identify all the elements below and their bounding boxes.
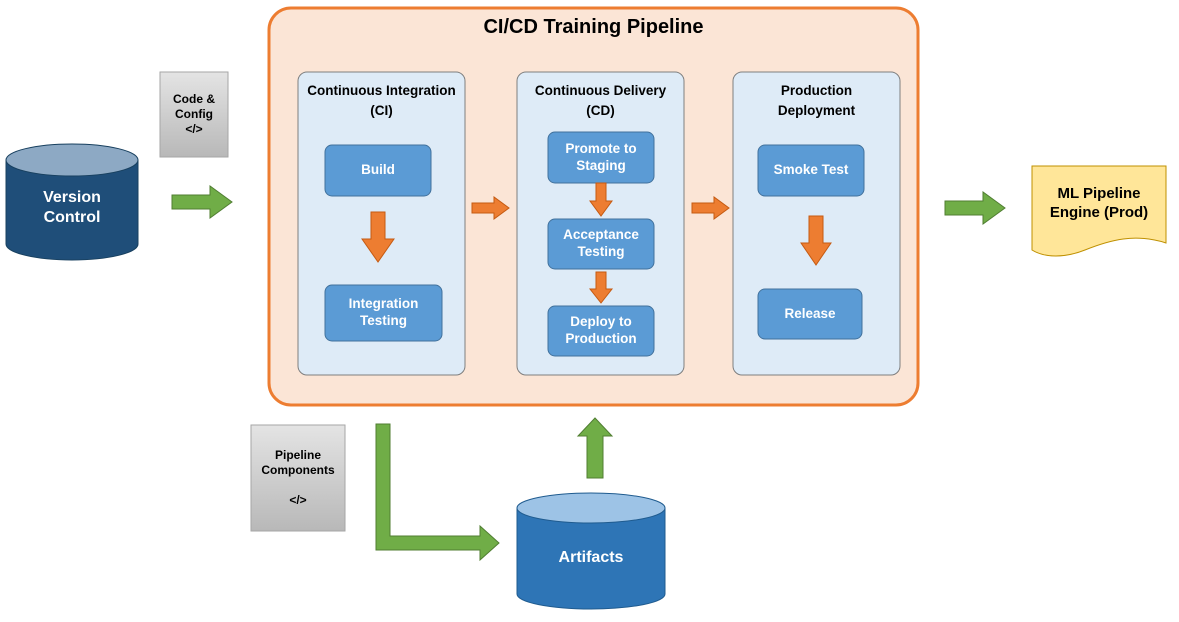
ci-stage-title: Continuous Integration (CI) [307,83,456,118]
cd-down-arrow-1 [589,182,613,217]
build-step [324,144,432,197]
vc-to-pipeline-arrow [171,185,233,219]
cd-stage-title: Continuous Delivery (CD) [534,83,667,118]
acceptance-testing-step-label: Acceptance Testing [563,227,639,259]
release-step [757,288,863,340]
acceptance-testing-step [547,218,655,270]
cd-to-prod-arrow [691,196,730,220]
promote-staging-step-label: Promote to Staging [565,140,637,173]
ml-engine-label: ML Pipeline Engine (Prod) [1049,185,1149,221]
ml-engine-doc [1031,165,1167,257]
release-step-label: Release [784,305,836,321]
artifacts-label: Artifacts [558,549,624,566]
code-config-label: Code & Config </> [173,92,215,136]
components-to-artifacts-arrow [375,423,500,562]
pipeline-title: CI/CD Training Pipeline [483,15,704,38]
pipeline-to-ml-arrow [944,191,1006,225]
smoke-test-step-label: Smoke Test [773,162,849,178]
version-control-cylinder [5,143,139,261]
prod-stage-title: Production Deployment [777,83,856,118]
integration-testing-step [324,284,443,342]
integration-testing-step-label: Integration Testing [348,296,419,328]
pipeline-components-doc [250,424,346,532]
code-config-doc [159,71,229,158]
artifacts-to-cd-arrow [576,417,614,479]
deploy-production-step-label: Deploy to Production [565,314,637,346]
version-control-label: Version Control [43,189,101,226]
build-step-label: Build [361,162,395,178]
deploy-production-step [547,305,655,357]
prod-down-arrow [800,215,832,266]
pipeline-components-label: Pipeline Components </> [261,448,335,507]
artifacts-cylinder [516,492,666,610]
ci-down-arrow [361,211,395,263]
smoke-test-step [757,144,865,197]
ci-to-cd-arrow [471,196,510,220]
cd-down-arrow-2 [588,271,614,304]
